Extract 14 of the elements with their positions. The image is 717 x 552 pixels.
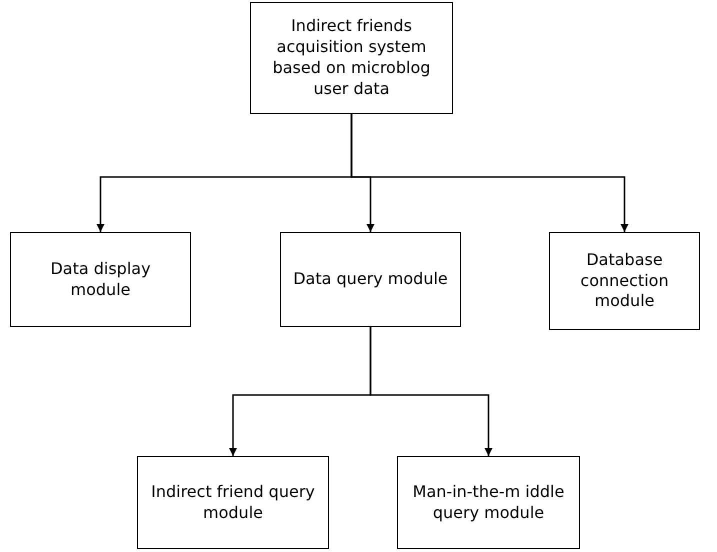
module-box [549,232,700,330]
module-box [250,2,453,114]
module-label: Data display module [49,258,152,300]
module-box [397,456,580,549]
connector-arrow [370,327,492,456]
module-label: Man-in-the-m iddle query module [412,482,566,524]
module-box [137,456,329,549]
connector-arrow [350,114,628,232]
module-label: Indirect friends acquisition system based on microblog user data [272,16,432,100]
module-box [10,232,191,327]
module-label: Indirect friend query module [150,482,316,524]
module-label: Data query module [293,269,448,290]
module-box [280,232,461,327]
module-label: Database connection module [579,250,670,312]
